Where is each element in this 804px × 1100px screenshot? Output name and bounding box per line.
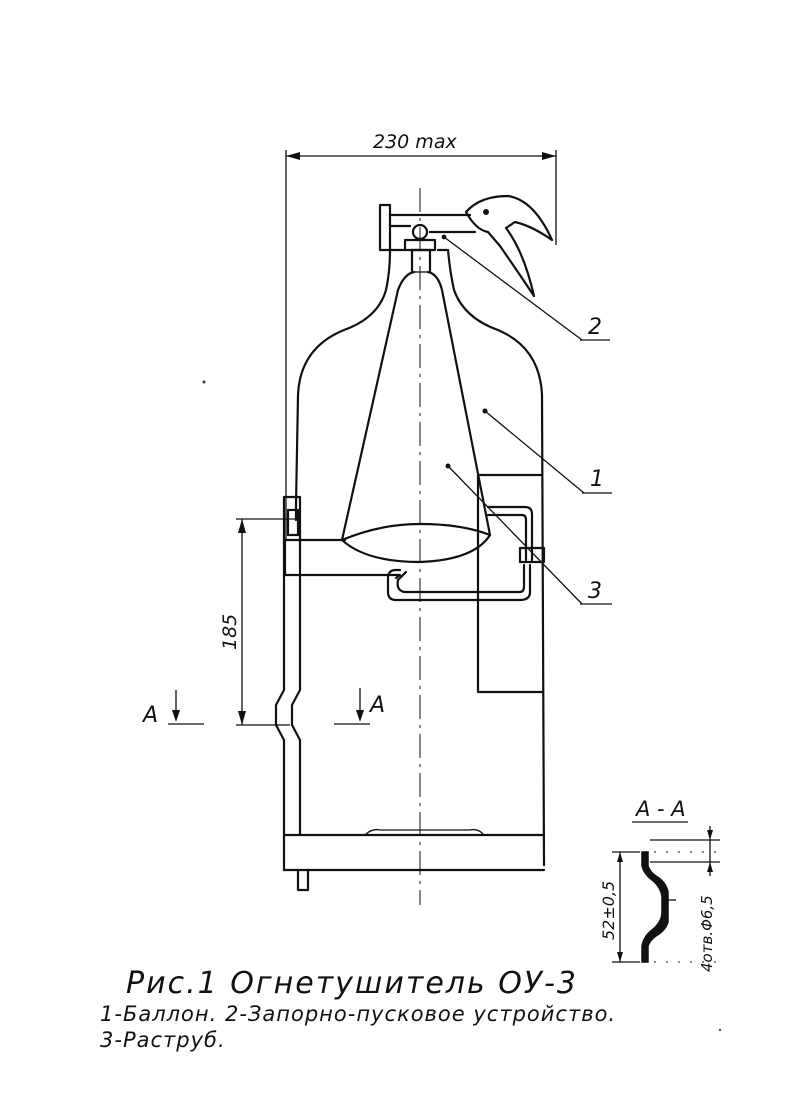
section-title: A - A: [634, 797, 686, 821]
mounting-bracket: [274, 495, 310, 892]
section-mark-right: A: [368, 693, 385, 718]
caption-line-1: 1-Баллон. 2-Запорно-пусковое устройство.: [100, 1002, 617, 1026]
cylinder-body: [282, 248, 546, 872]
section-mark-left: A: [141, 703, 158, 728]
height-dim-label: 185: [219, 614, 241, 650]
callout-3-label: 3: [588, 579, 602, 604]
height-dimension: 185: [219, 518, 296, 726]
section-holes-label: 4отв.Φ6,5: [698, 895, 716, 972]
section-a-a-detail: A - A 52±0,5 4отв.Φ6,5: [599, 797, 720, 972]
callout-leaders: 2 1 3: [443, 236, 612, 605]
section-dim-vertical: 52±0,5: [599, 881, 618, 940]
discharge-horn: [340, 248, 492, 564]
width-dimension: 230 max: [285, 131, 557, 540]
callout-1-label: 1: [590, 467, 604, 492]
section-marks: A A: [141, 688, 385, 728]
trigger-device: [378, 194, 554, 298]
figure-caption: Рис.1 Огнетушитель ОУ-3 1-Баллон. 2-Запо…: [100, 966, 790, 1053]
scan-specks: [202, 380, 722, 1032]
clamp-band: [283, 473, 546, 694]
callout-2-label: 2: [588, 315, 602, 340]
caption-line-2: 3-Раструб.: [100, 1028, 226, 1052]
caption-title: Рис.1 Огнетушитель ОУ-3: [126, 966, 578, 1001]
width-dim-label: 230 max: [373, 131, 457, 153]
